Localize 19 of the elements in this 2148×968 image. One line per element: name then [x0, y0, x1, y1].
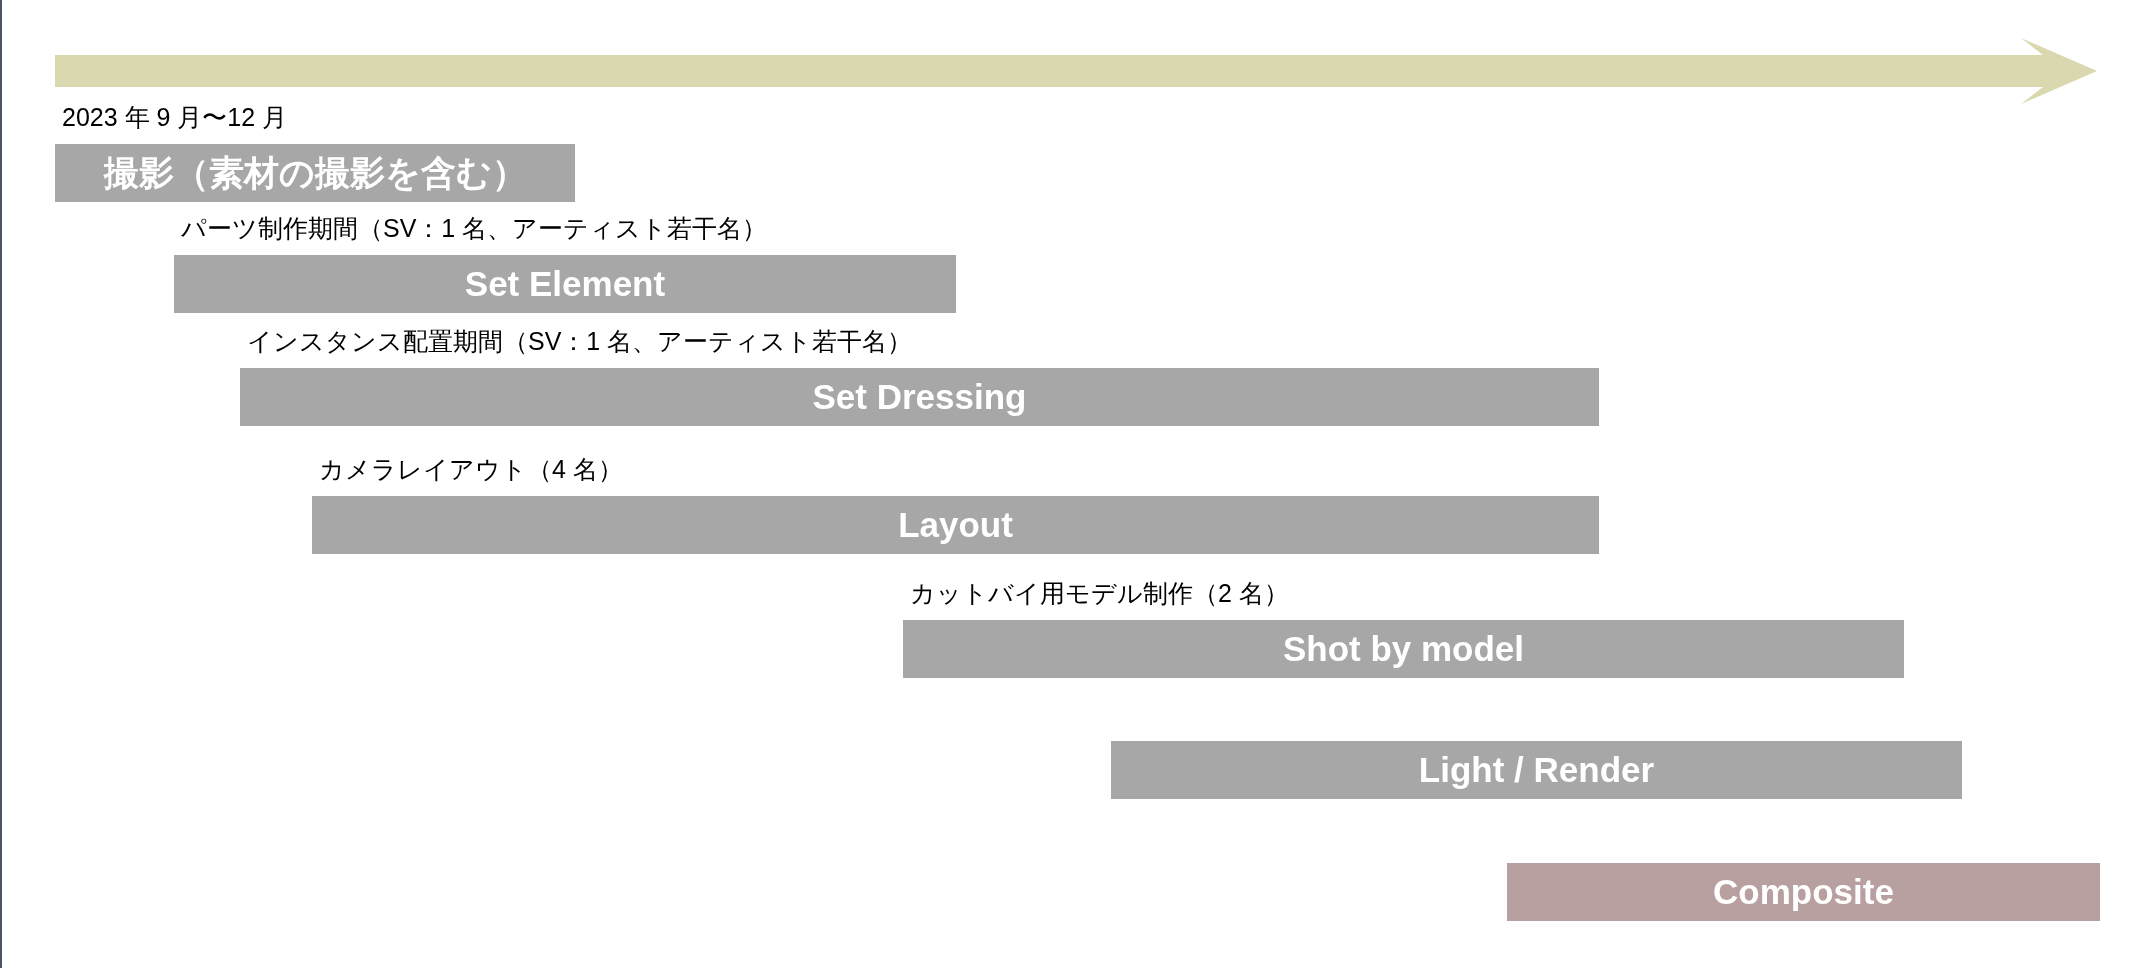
- phase-note: カットバイ用モデル制作（2 名）: [910, 578, 1289, 609]
- phase-bar: [174, 255, 956, 313]
- phase-note: インスタンス配置期間（SV：1 名、アーティスト若干名）: [247, 326, 913, 357]
- phase-title: Shot by model: [1282, 629, 1525, 669]
- phase-bar: [1507, 863, 2100, 921]
- phase-bar: [55, 144, 575, 202]
- phase-title: Set Dressing: [812, 377, 1027, 417]
- phase-title: 撮影（素材の撮影を含む）: [103, 153, 527, 193]
- phase-bar: [1111, 741, 1962, 799]
- phase-note: 2023 年 9 月〜12 月: [62, 102, 288, 133]
- phase-note: カメラレイアウト（4 名）: [319, 454, 623, 485]
- phase-bar: [240, 368, 1599, 426]
- phase-title: Set Element: [464, 264, 666, 304]
- phase-bar: [312, 496, 1599, 554]
- phase-note: パーツ制作期間（SV：1 名、アーティスト若干名）: [181, 213, 768, 244]
- phase-bar: [903, 620, 1904, 678]
- phase-title: Light / Render: [1418, 750, 1655, 790]
- phase-title: Composite: [1713, 872, 1894, 912]
- phase-title: Layout: [898, 505, 1013, 545]
